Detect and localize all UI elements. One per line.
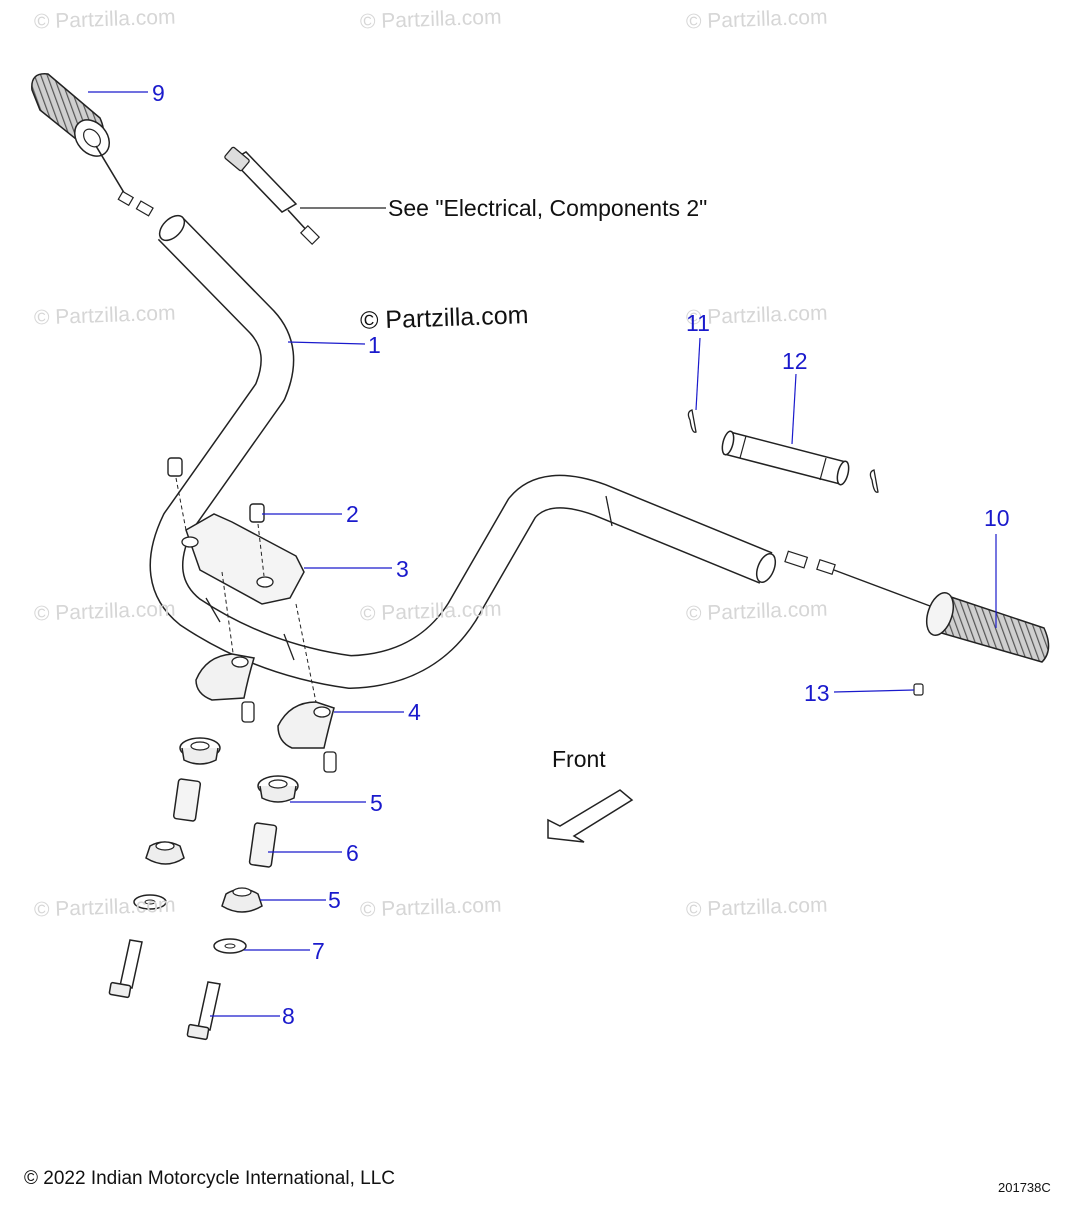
copyright-footer: © 2022 Indian Motorcycle International, … (24, 1168, 395, 1189)
riser-clamp-top (181, 513, 305, 605)
watermark: © Partzilla.com (33, 893, 176, 922)
bushings (145, 737, 299, 913)
watermark: © Partzilla.com (359, 597, 502, 626)
front-label: Front (552, 746, 606, 772)
callout-10: 10 (984, 505, 1010, 531)
watermark: © Partzilla.com (359, 893, 502, 922)
front-arrow (547, 789, 634, 843)
watermark: © Partzilla.com (685, 597, 828, 626)
watermark: © Partzilla.com (359, 5, 502, 34)
watermark: © Partzilla.com (33, 597, 176, 626)
callout-6: 6 (346, 840, 359, 866)
callout-8: 8 (282, 1003, 295, 1029)
callout-12: 12 (782, 348, 808, 374)
washers-bolts (108, 894, 247, 1041)
watermark: © Partzilla.com (685, 5, 828, 34)
callout-2: 2 (346, 501, 359, 527)
sleeve-and-clips (687, 409, 924, 696)
callout-9: 9 (152, 80, 165, 106)
watermark: © Partzilla.com (685, 893, 828, 922)
left-grip (31, 73, 154, 217)
watermark: © Partzilla.com (33, 5, 176, 34)
handlebar (149, 214, 777, 689)
callout-1: 1 (368, 332, 381, 358)
leader-lines (88, 91, 997, 1017)
riser-bolt-top (167, 457, 319, 713)
reference-note: See "Electrical, Components 2" (388, 195, 708, 221)
throttle-sensor (224, 146, 321, 246)
callout-13: 13 (804, 680, 830, 706)
callout-5a: 5 (370, 790, 383, 816)
callout-11: 11 (686, 310, 710, 336)
document-id: 201738C (998, 1180, 1051, 1195)
callout-5b: 5 (328, 887, 341, 913)
callout-4: 4 (408, 699, 421, 725)
center-watermark: © Partzilla.com (359, 301, 529, 335)
callout-7: 7 (312, 938, 325, 964)
callout-3: 3 (396, 556, 409, 582)
watermark: © Partzilla.com (33, 301, 176, 330)
risers (195, 653, 337, 773)
right-grip (784, 550, 1050, 663)
